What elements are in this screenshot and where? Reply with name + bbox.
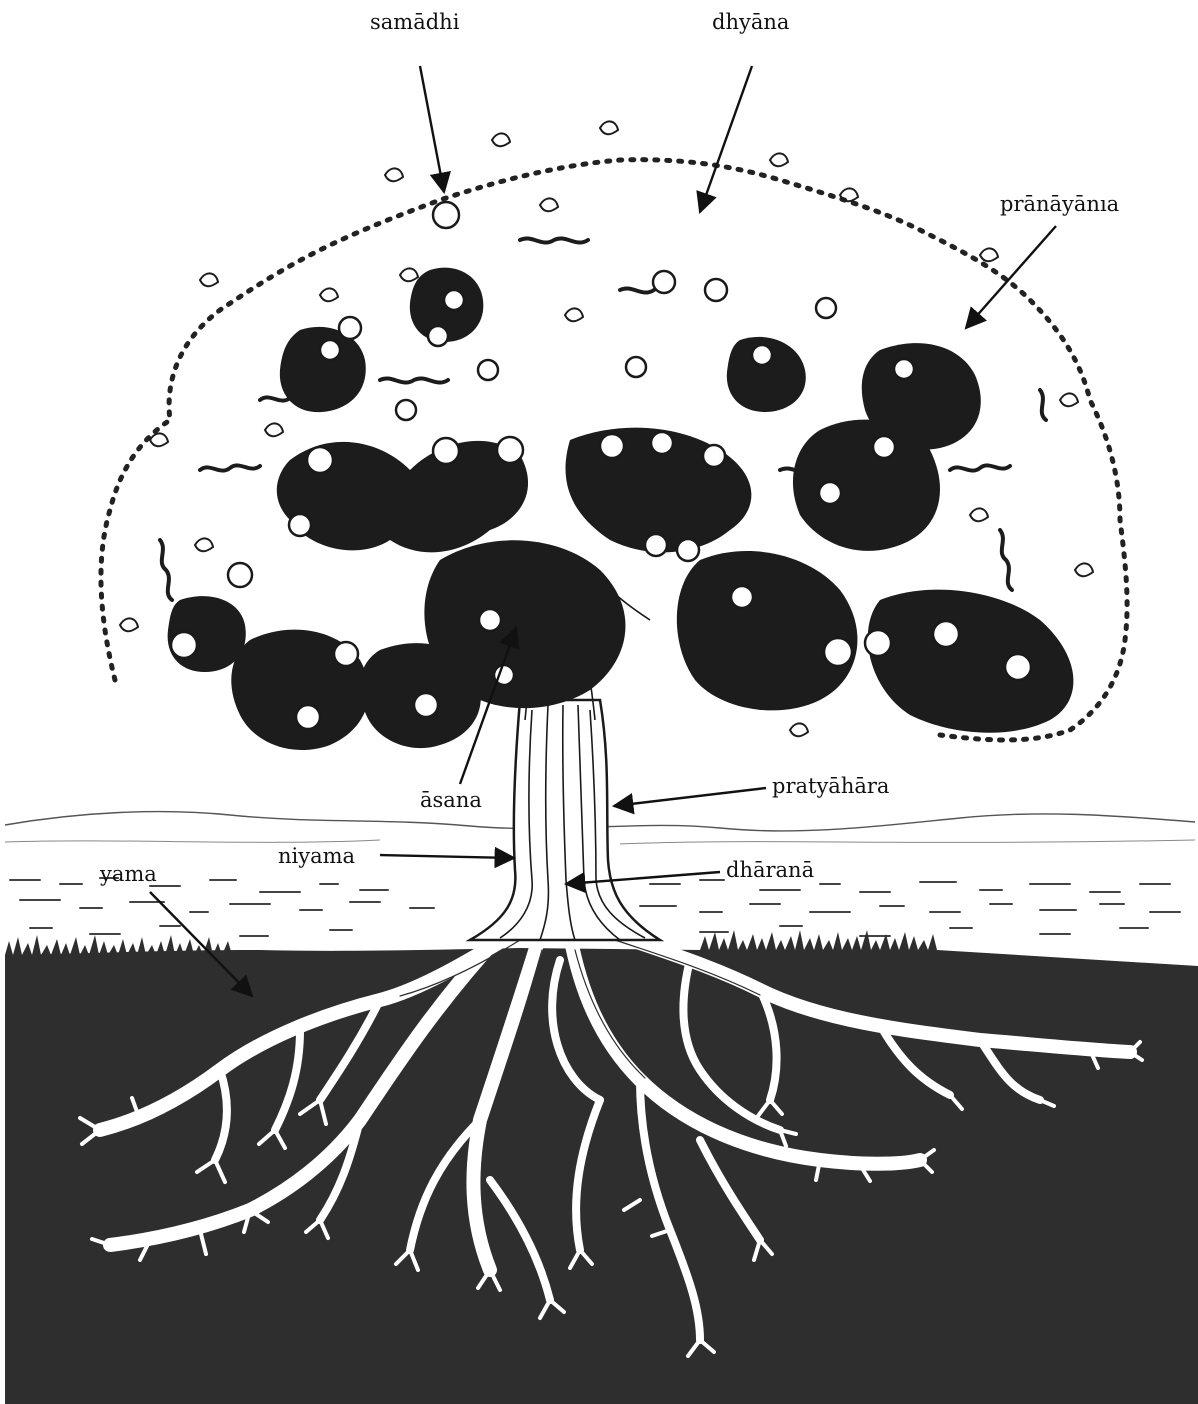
arrow-pratyahara xyxy=(614,788,766,806)
label-niyama: niyama xyxy=(278,846,355,867)
label-pratyahara: pratyāhāra xyxy=(772,776,889,797)
label-dhyana: dhyāna xyxy=(712,12,789,33)
arrow-niyama xyxy=(380,855,514,858)
arrow-samadhi xyxy=(420,66,444,192)
arrow-dhyana xyxy=(700,66,752,212)
soil xyxy=(5,930,1198,1404)
foliage xyxy=(101,121,1127,750)
label-dharana: dhāranā xyxy=(726,860,814,881)
label-pranayama: prānāyānıa xyxy=(1000,194,1119,215)
label-asana: āsana xyxy=(420,790,482,811)
label-samadhi: samādhi xyxy=(370,12,459,33)
label-yama: yama xyxy=(100,864,157,885)
